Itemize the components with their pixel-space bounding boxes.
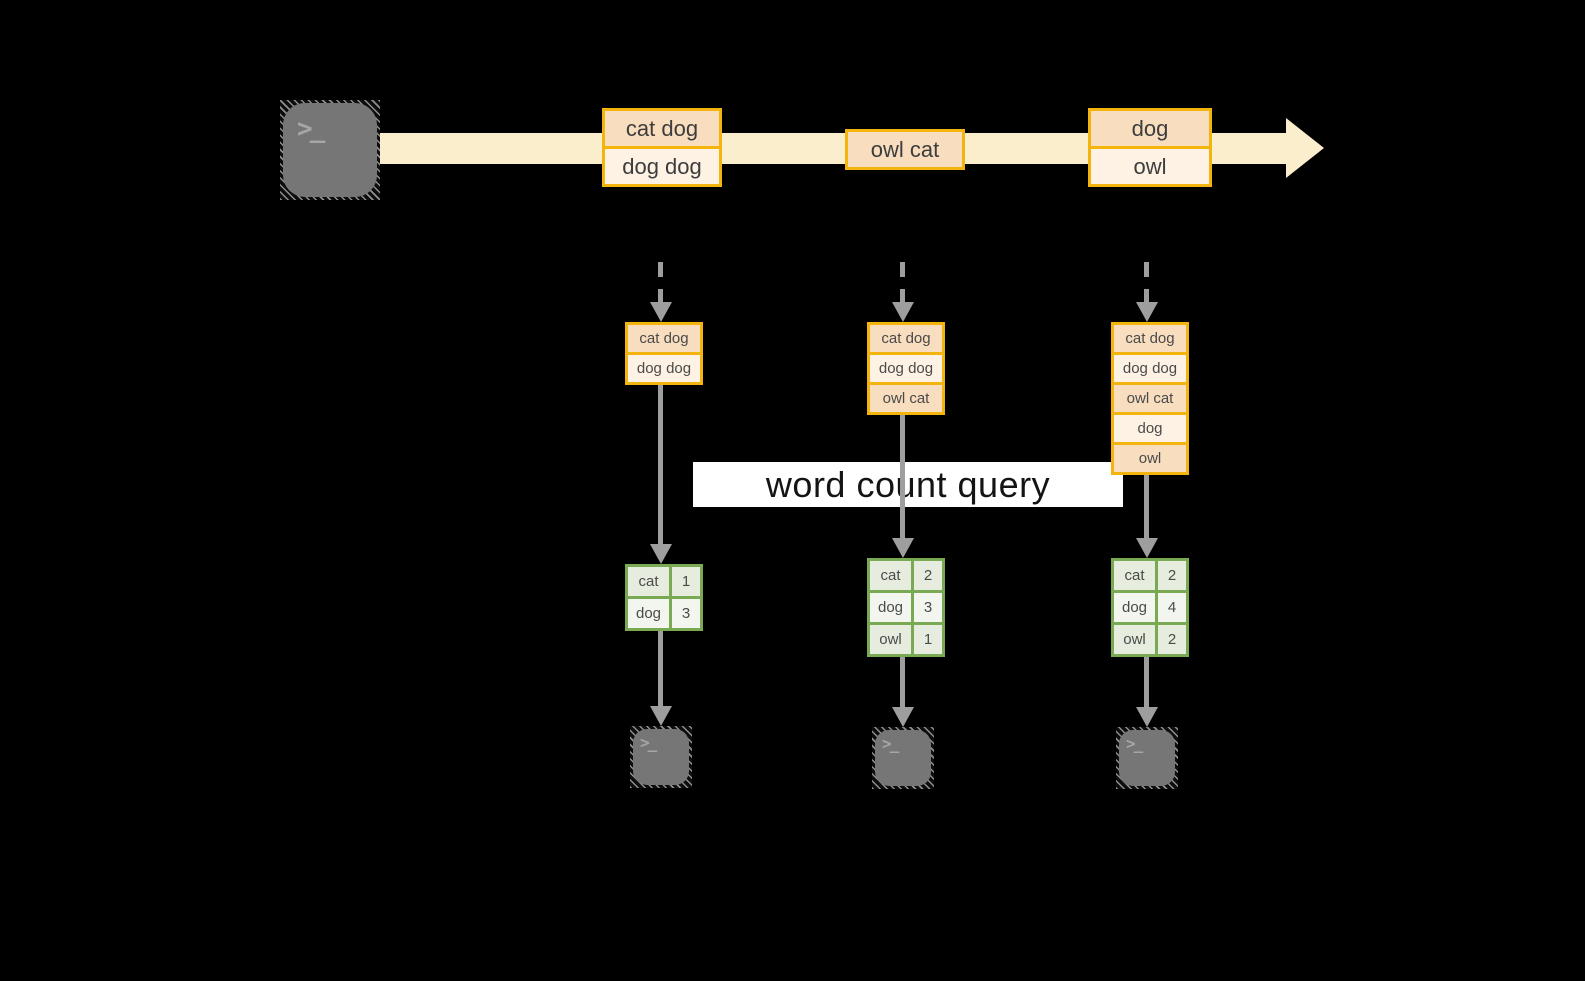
count-table-1: cat 1 dog 3	[625, 564, 703, 631]
record-cell: dog dog	[605, 146, 719, 184]
count-row: cat 1	[628, 567, 700, 596]
count-table-2: cat 2 dog 3 owl 1	[867, 558, 945, 657]
word-cell: cat	[870, 561, 914, 590]
producer-terminal-icon: >_	[280, 100, 380, 200]
count-cell: 1	[681, 573, 691, 590]
state-cell: owl	[1114, 442, 1186, 472]
output-arrowhead-icon	[1136, 707, 1158, 727]
state-cell: dog dog	[1114, 352, 1186, 382]
state-cell: owl cat	[1114, 382, 1186, 412]
dashed-arrowhead-icon	[892, 302, 914, 322]
count-table-3: cat 2 dog 4 owl 2	[1111, 558, 1189, 657]
consumer-terminal-icon: >_	[630, 726, 692, 788]
terminal-prompt-icon: >_	[640, 733, 657, 752]
output-arrow-line	[1144, 657, 1149, 707]
query-arrow-line	[900, 415, 905, 538]
count-row: dog 3	[870, 590, 942, 622]
dashed-arrow-line	[1144, 262, 1149, 302]
consumer-terminal-icon: >_	[872, 727, 934, 789]
count-row: dog 4	[1114, 590, 1186, 622]
query-arrowhead-icon	[650, 544, 672, 564]
output-arrowhead-icon	[892, 707, 914, 727]
terminal-prompt-icon: >_	[882, 734, 899, 753]
count-cell: 2	[1167, 567, 1177, 584]
query-label: word count query	[693, 462, 1123, 507]
stream-record-3: dog owl	[1088, 108, 1212, 187]
record-cell: dog	[1091, 111, 1209, 146]
word-cell: dog	[870, 593, 914, 622]
count-row: owl 2	[1114, 622, 1186, 654]
state-store-1: cat dog dog dog	[625, 322, 703, 385]
state-cell: cat dog	[870, 325, 942, 352]
count-row: dog 3	[628, 596, 700, 628]
output-arrow-line	[900, 657, 905, 707]
word-cell: owl	[1114, 625, 1158, 654]
count-cell: 1	[923, 631, 933, 648]
query-arrow-line	[658, 385, 663, 544]
count-cell: 2	[1167, 631, 1177, 648]
terminal-body	[1119, 730, 1175, 786]
terminal-body	[875, 730, 931, 786]
terminal-prompt-icon: >_	[297, 114, 325, 144]
output-arrowhead-icon	[650, 706, 672, 726]
terminal-body	[633, 729, 689, 785]
count-row: owl 1	[870, 622, 942, 654]
word-cell: cat	[1114, 561, 1158, 590]
word-cell: owl	[870, 625, 914, 654]
dashed-arrow-line	[658, 262, 663, 302]
record-cell: owl cat	[848, 132, 962, 167]
state-cell: cat dog	[628, 325, 700, 352]
query-arrow-line	[1144, 475, 1149, 538]
word-cell: dog	[628, 599, 672, 628]
count-cell: 3	[681, 605, 691, 622]
terminal-prompt-icon: >_	[1126, 734, 1143, 753]
state-cell: cat dog	[1114, 325, 1186, 352]
word-cell: dog	[1114, 593, 1158, 622]
terminal-body	[283, 103, 377, 197]
count-cell: 3	[923, 599, 933, 616]
dashed-arrowhead-icon	[650, 302, 672, 322]
dashed-arrowhead-icon	[1136, 302, 1158, 322]
query-arrowhead-icon	[1136, 538, 1158, 558]
stream-record-1: cat dog dog dog	[602, 108, 722, 187]
count-cell: 2	[923, 567, 933, 584]
consumer-terminal-icon: >_	[1116, 727, 1178, 789]
output-arrow-line	[658, 631, 663, 706]
state-cell: dog dog	[870, 352, 942, 382]
state-cell: owl cat	[870, 382, 942, 412]
count-cell: 4	[1167, 599, 1177, 616]
stream-record-2: owl cat	[845, 129, 965, 170]
query-arrowhead-icon	[892, 538, 914, 558]
word-cell: cat	[628, 567, 672, 596]
state-cell: dog	[1114, 412, 1186, 442]
state-store-2: cat dog dog dog owl cat	[867, 322, 945, 415]
stream-timeline-arrowhead-icon	[1286, 118, 1324, 178]
count-row: cat 2	[870, 561, 942, 590]
count-row: cat 2	[1114, 561, 1186, 590]
dashed-arrow-line	[900, 262, 905, 302]
state-cell: dog dog	[628, 352, 700, 382]
record-cell: cat dog	[605, 111, 719, 146]
state-store-3: cat dog dog dog owl cat dog owl	[1111, 322, 1189, 475]
record-cell: owl	[1091, 146, 1209, 184]
